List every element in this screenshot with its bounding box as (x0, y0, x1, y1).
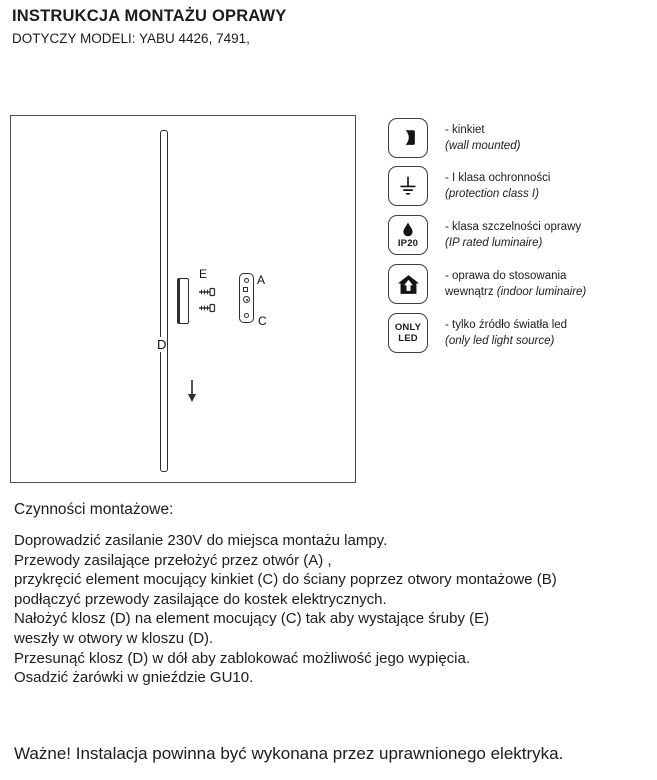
instruction-line: podłączyć przewody zasilające do kostek … (14, 590, 387, 608)
instruction-line: Osadzić żarówki w gnieździe GU10. (14, 669, 254, 687)
instructions-text: Doprowadzić zasilanie 230V do miejsca mo… (14, 531, 650, 688)
instructions-heading: Czynności montażowe: (14, 501, 174, 518)
legend-label-pl: - oprawa do stosowania (445, 270, 567, 282)
assembly-diagram: D E A C (10, 115, 356, 483)
down-arrow-icon (188, 380, 196, 402)
screw-head (243, 296, 250, 303)
house-arrow-glyph (397, 274, 419, 294)
ip20-icon: IP20 (388, 215, 428, 255)
legend-label-pl: - kinkiet (445, 124, 485, 136)
label-e: E (198, 267, 209, 281)
instruction-line: Przewody zasilające przełożyć przez otwó… (14, 551, 332, 569)
legend-label: - I klasa ochronności (protection class … (445, 166, 645, 206)
mounting-hole (243, 287, 248, 292)
legend-label: - tylko źródło światła led (only led lig… (445, 313, 645, 353)
legend-label: - kinkiet (wall mounted) (445, 118, 645, 158)
label-d: D (156, 337, 168, 352)
legend-row-only-led: ONLY LED - tylko źródło światła led (onl… (388, 313, 645, 353)
instruction-line: przykręcić element mocujący kinkiet (C) … (14, 571, 557, 589)
only-led-text-1: ONLY (394, 321, 422, 333)
mounting-bracket (177, 278, 189, 324)
only-led-icon: ONLY LED (388, 313, 428, 353)
legend-label-en: (IP rated luminaire) (445, 237, 543, 250)
label-a: A (256, 273, 267, 287)
lamp-shade-outline (160, 130, 168, 472)
instruction-line: Przesunąć klosz (D) w dół aby zablokować… (14, 649, 471, 667)
water-drop-icon (403, 222, 413, 236)
legend-label: - klasa szczelności oprawy (IP rated lum… (445, 215, 645, 255)
legend-row-wall-mounted: - kinkiet (wall mounted) (388, 118, 645, 158)
instruction-line: weszły w otwory w kloszu (D). (14, 629, 214, 647)
warning-text: Ważne! Instalacja powinna być wykonana p… (14, 744, 564, 763)
only-led-text-2: LED (398, 333, 418, 344)
legend-label-en: (indoor luminaire) (496, 286, 587, 299)
legend-row-ip20: IP20 - klasa szczelności oprawy (IP rate… (388, 215, 645, 255)
doc-subtitle: DOTYCZY MODELI: YABU 4426, 7491, (12, 31, 250, 46)
screw-icon (199, 287, 216, 297)
mounting-plate (239, 273, 254, 323)
legend-label-pl: - I klasa ochronności (445, 172, 551, 184)
ground-symbol-glyph (400, 176, 416, 195)
legend-label: - oprawa do stosowania wewnątrz (indoor … (445, 264, 645, 304)
legend-label-pl: - klasa szczelności oprawy (445, 221, 582, 233)
mounting-hole (244, 313, 249, 318)
protection-class-icon (388, 166, 428, 206)
label-c: C (257, 314, 268, 328)
doc-title: INSTRUKCJA MONTAŻU OPRAWY (12, 7, 287, 25)
legend-row-indoor: - oprawa do stosowania wewnątrz (indoor … (388, 264, 645, 304)
screw-icon (199, 303, 216, 313)
instruction-line: Nałożyć klosz (D) na element mocujący (C… (14, 610, 490, 628)
legend-label-en: (wall mounted) (445, 140, 521, 153)
legend-label-en: (only led light source) (445, 335, 555, 348)
legend-label-pl: - tylko źródło światła led (445, 319, 568, 331)
ip20-text: IP20 (397, 237, 419, 249)
indoor-icon (388, 264, 428, 304)
legend-label-pl2: wewnątrz (445, 286, 497, 299)
legend-label-en: (protection class I) (445, 188, 539, 201)
cable-hole (244, 278, 249, 283)
wall-mounted-glyph (405, 130, 415, 145)
legend-row-protection-class: - I klasa ochronności (protection class … (388, 166, 645, 206)
wall-mounted-icon (388, 118, 428, 158)
instruction-line: Doprowadzić zasilanie 230V do miejsca mo… (14, 532, 388, 549)
